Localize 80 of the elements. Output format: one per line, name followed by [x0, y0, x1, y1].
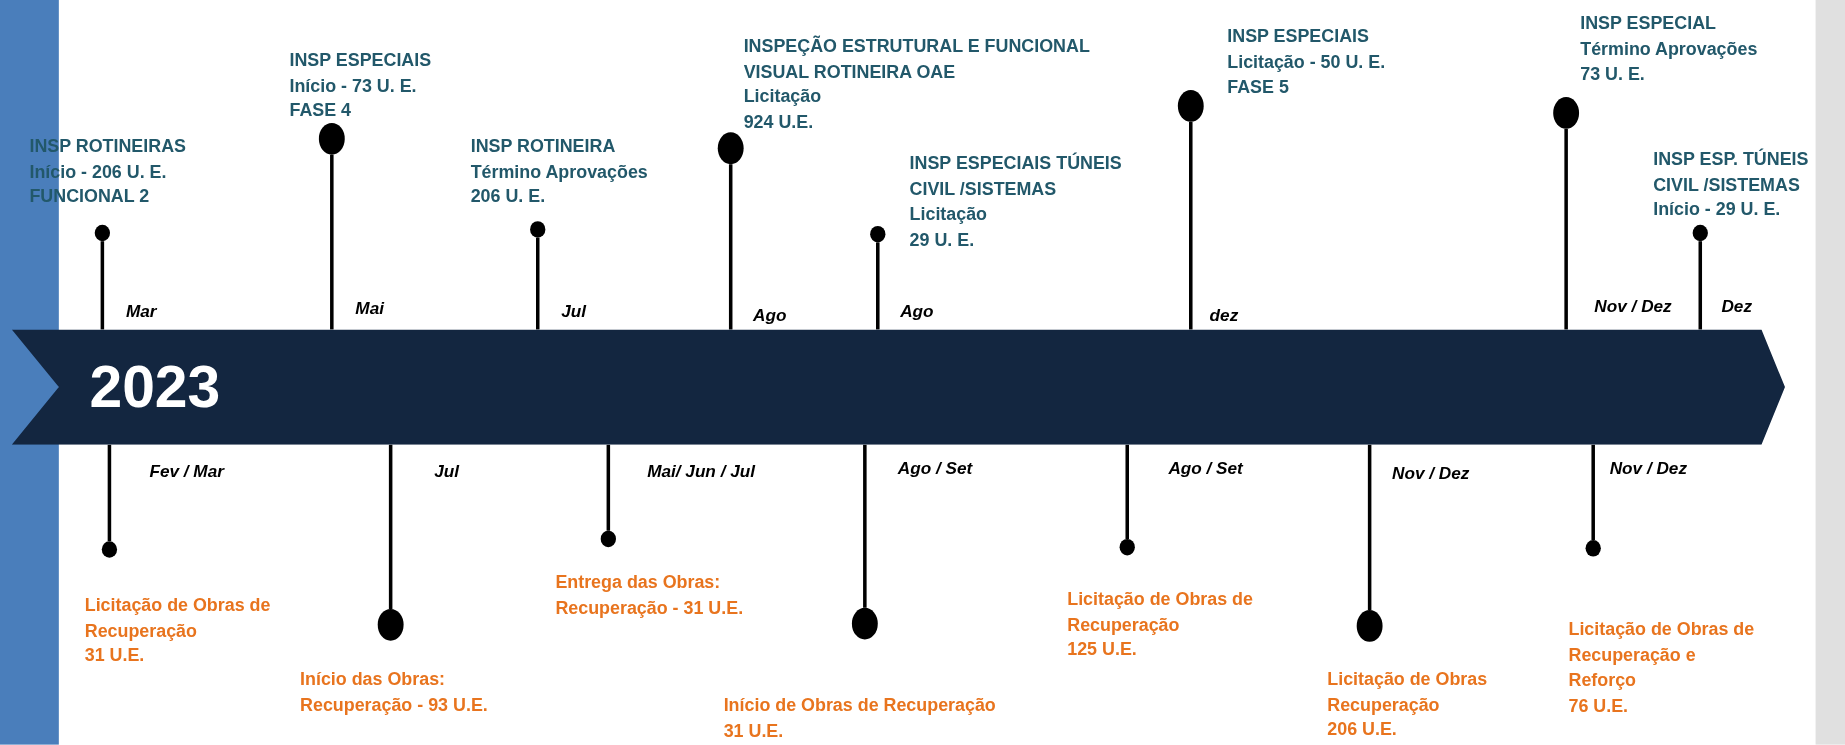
- event-text: INSPEÇÃO ESTRUTURAL E FUNCIONAL VISUAL ROTINEIRA OAE: [743, 34, 1091, 83]
- timeline-dot: [318, 122, 345, 155]
- month-label: Jul: [561, 301, 587, 321]
- event-text: INSP ESP. TÚNEIS CIVIL /SISTEMAS: [1653, 147, 1810, 196]
- timeline-dot: [530, 221, 546, 238]
- event-text: Licitação de Obras Recuperação: [1327, 667, 1489, 717]
- month-label: Mar: [125, 301, 157, 321]
- event-text: INSP ESPECIAIS TÚNEIS CIVIL /SISTEMAS: [909, 151, 1123, 201]
- event-text: Início de Obras de Recuperação: [723, 693, 997, 717]
- event-text: INSP ESPECIAIS: [1227, 24, 1370, 48]
- timeline-dot: [600, 530, 616, 548]
- event-text: FASE 4: [289, 99, 353, 122]
- event-text: INSP ESPECIAIS: [289, 48, 433, 72]
- month-label: Ago: [753, 305, 787, 325]
- event-text: Licitação de Obras de Recuperação e Reforço: [1568, 617, 1756, 692]
- timeline-stem: [388, 444, 393, 609]
- timeline-dot: [1177, 90, 1204, 122]
- event-text: 29 U. E.: [909, 227, 976, 251]
- month-label: Nov / Dez: [1594, 296, 1672, 316]
- month-label: Ago: [900, 301, 934, 321]
- month-label: Fev / Mar: [149, 461, 224, 481]
- event-text: 31 U.E.: [723, 718, 785, 742]
- event-text: 76 U.E.: [1568, 693, 1630, 717]
- event-text: 924 U.E.: [743, 110, 815, 134]
- timeline-dot: [94, 224, 110, 242]
- timeline-stem: [606, 444, 611, 531]
- timeline-stem: [1367, 444, 1372, 611]
- event-text: 125 U.E.: [1067, 637, 1138, 661]
- timeline-dot: [1553, 97, 1580, 129]
- timeline-stem: [863, 444, 867, 608]
- timeline-dot: [377, 608, 404, 641]
- event-text: Início das Obras:: [300, 667, 447, 691]
- event-text: Início - 73 U. E.: [289, 73, 418, 97]
- event-text: Licitação de Obras de Recuperação: [84, 593, 272, 643]
- timeline-stem: [1189, 121, 1193, 330]
- timeline-dot: [717, 132, 744, 165]
- timeline-dot: [101, 541, 118, 558]
- month-label: Nov / Dez: [1392, 463, 1470, 483]
- event-text: Término Aprovações: [1580, 37, 1759, 61]
- month-label: Mai: [355, 298, 384, 318]
- timeline-stem: [876, 242, 880, 330]
- event-text: Licitação: [743, 84, 823, 108]
- timeline-dot: [1356, 610, 1383, 642]
- event-text: Entrega das Obras:: [555, 570, 722, 594]
- timeline-dot: [870, 225, 886, 243]
- event-text: INSP ESPECIAL: [1580, 11, 1717, 35]
- month-label: dez: [1209, 305, 1239, 325]
- timeline-stem: [535, 237, 540, 330]
- event-text: 73 U. E.: [1580, 62, 1646, 86]
- timeline-stem: [100, 241, 105, 330]
- event-text: Licitação - 50 U. E.: [1227, 50, 1387, 74]
- timeline-stem: [1125, 444, 1129, 539]
- timeline-dot: [1692, 224, 1708, 242]
- event-text: 206 U.E.: [1327, 717, 1398, 741]
- event-text: INSP ROTINEIRA: [470, 134, 617, 158]
- year-label: 2023: [89, 357, 221, 417]
- event-text: Recuperação - 31 U.E.: [555, 596, 745, 620]
- timeline-stem: [728, 164, 733, 330]
- timeline-dot: [1119, 538, 1135, 556]
- event-text: Início - 29 U. E.: [1653, 197, 1782, 221]
- event-text: Licitação: [909, 202, 989, 226]
- timeline-stem: [107, 444, 112, 542]
- month-label: Mai/ Jun / Jul: [647, 461, 755, 481]
- event-text: Licitação de Obras de Recuperação: [1067, 587, 1254, 637]
- timeline-dot: [851, 607, 878, 640]
- event-text: 206 U. E.: [470, 184, 547, 208]
- event-text: FASE 5: [1227, 75, 1290, 99]
- month-label: Ago / Set: [1168, 458, 1243, 478]
- timeline-stem: [1698, 241, 1703, 330]
- timeline-stem: [1591, 444, 1595, 541]
- event-text: Recuperação - 93 U.E.: [300, 692, 489, 717]
- month-label: Ago / Set: [897, 458, 973, 478]
- month-label: Jul: [434, 461, 459, 481]
- timeline-stem: [330, 154, 334, 330]
- event-text: Término Aprovações: [470, 159, 649, 184]
- timeline-dot: [1585, 540, 1601, 557]
- event-text: 31 U.E.: [84, 643, 146, 667]
- month-label: Dez: [1721, 296, 1752, 316]
- timeline-stem: [1564, 128, 1568, 330]
- month-label: Nov / Dez: [1609, 458, 1687, 478]
